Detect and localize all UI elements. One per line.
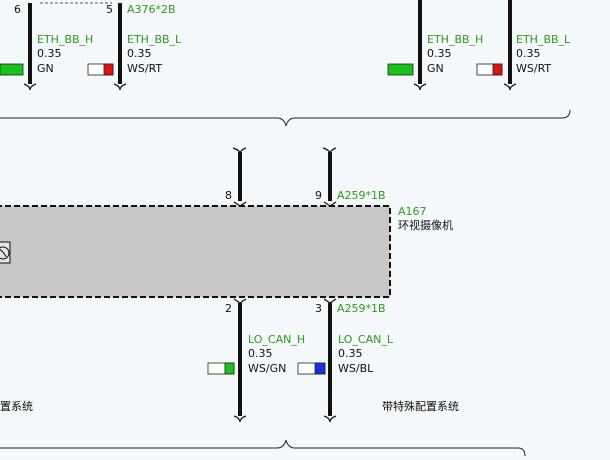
wire-signal-label: LO_CAN_L — [338, 333, 394, 346]
top-left-wire-group: 6 5 A376*2B ETH_BB_H 0.35 GN ETH_BB_L 0.… — [0, 2, 182, 91]
pin-number: 5 — [106, 3, 113, 16]
connector-label: A259*1B — [337, 302, 386, 315]
wire-color-code: WS/BL — [338, 362, 374, 375]
wire-break-mark — [503, 83, 517, 91]
wire-size-label: 0.35 — [127, 47, 152, 60]
module-top-wires: 8 9 A259*1B — [225, 147, 386, 207]
wire-color-swatch — [387, 63, 414, 76]
connector-label: A259*1B — [337, 189, 386, 202]
connector-label: A376*2B — [127, 3, 176, 16]
wire-signal-label: ETH_BB_L — [516, 33, 571, 46]
module-id: A167 — [398, 205, 427, 218]
pin-number: 3 — [315, 302, 322, 315]
wire-size-label: 0.35 — [516, 47, 541, 60]
wire-color-code: WS/RT — [127, 62, 162, 75]
pin-number: 6 — [14, 3, 21, 16]
pin-mark — [233, 298, 247, 304]
wire-size-label: 0.35 — [427, 47, 452, 60]
pin-mark — [323, 298, 337, 304]
top-right-wire-group: ETH_BB_H 0.35 GN ETH_BB_L 0.35 WS/RT — [387, 0, 571, 91]
wire-signal-label: ETH_BB_H — [37, 33, 93, 46]
wire-color-code: GN — [427, 62, 444, 75]
wire-color-code: GN — [37, 62, 54, 75]
wire-break-mark — [233, 415, 247, 423]
wire-size-label: 0.35 — [37, 47, 62, 60]
module-bottom-wires: 2 3 A259*1B LO_CAN_H 0.35 WS/GN LO_CAN_L… — [207, 298, 394, 423]
pin-number: 2 — [225, 302, 232, 315]
wire-color-swatch-stripe — [224, 362, 235, 375]
wire-color-code: WS/GN — [248, 362, 286, 375]
pin-number: 8 — [225, 189, 232, 202]
wire-size-label: 0.35 — [248, 347, 273, 360]
wire-break-mark — [413, 83, 427, 91]
wire-break-mark — [323, 415, 337, 423]
wire-signal-label: ETH_BB_H — [427, 33, 483, 46]
wire-break-mark — [23, 83, 37, 91]
config-note-left: 置系统 — [0, 400, 33, 413]
module-name: 环视摄像机 — [398, 218, 453, 232]
wire-color-swatch-stripe — [314, 362, 326, 375]
wire-size-label: 0.35 — [338, 347, 363, 360]
wire-color-swatch — [0, 63, 24, 76]
config-note-right: 带特殊配置系统 — [382, 399, 459, 413]
camera-module-box[interactable] — [0, 205, 391, 298]
wire-color-code: WS/RT — [516, 62, 551, 75]
pin-number: 9 — [315, 189, 322, 202]
group-bracket — [0, 439, 526, 457]
wire-signal-label: LO_CAN_H — [248, 333, 305, 346]
module-symbol-icon — [0, 241, 11, 264]
wire-signal-label: ETH_BB_L — [127, 33, 182, 46]
wire-color-swatch-stripe — [103, 63, 114, 76]
wire-color-swatch-stripe — [492, 63, 503, 76]
wire-break-mark — [113, 83, 127, 91]
group-bracket — [0, 109, 571, 127]
